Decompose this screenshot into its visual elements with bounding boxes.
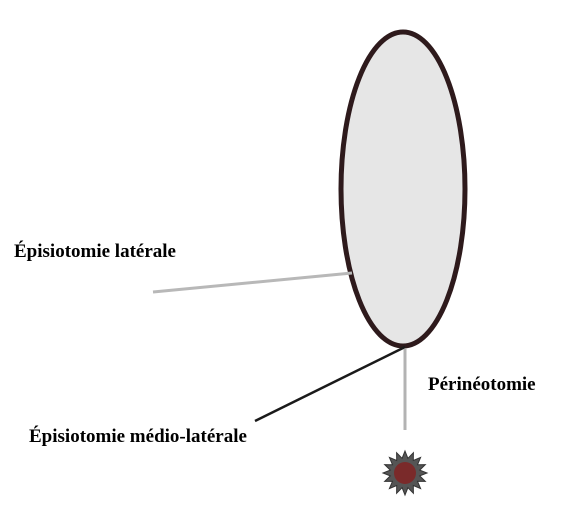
label-lateral-episiotomy: Épisiotomie latérale bbox=[14, 240, 176, 262]
anus-starburst-icon bbox=[383, 451, 427, 495]
label-medio-lateral-episiotomy: Épisiotomie médio-latérale bbox=[29, 425, 247, 447]
vaginal-opening-ellipse bbox=[341, 32, 465, 346]
medio-lateral-episiotomy-line bbox=[255, 347, 405, 421]
lateral-episiotomy-line bbox=[153, 273, 352, 292]
label-perineotomy: Périnéotomie bbox=[428, 374, 536, 395]
